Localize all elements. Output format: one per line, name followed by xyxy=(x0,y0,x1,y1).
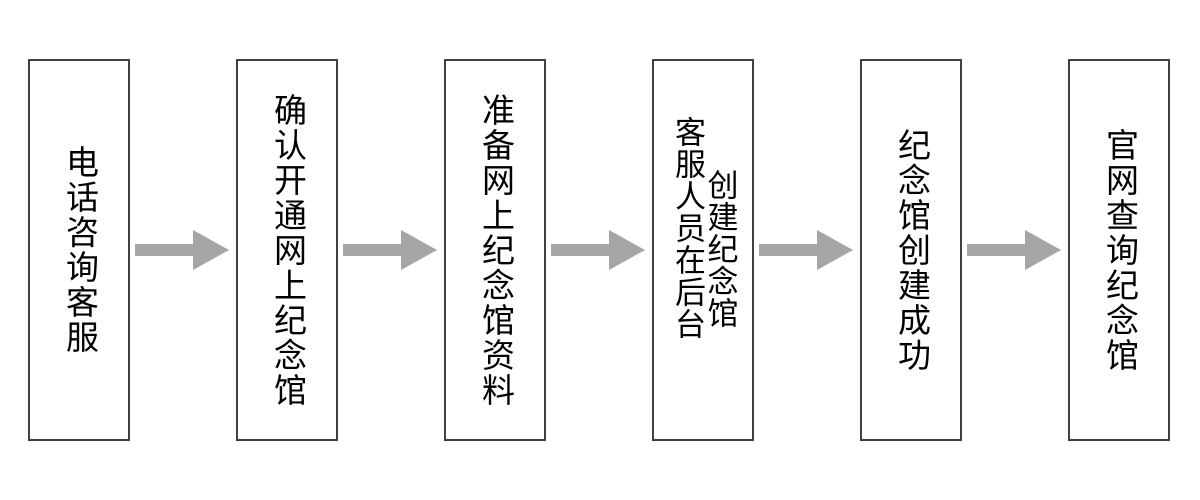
flow-arrow-1 xyxy=(130,227,236,273)
flow-node-label: 准备网上纪念馆资料 xyxy=(476,92,516,408)
right-arrow-icon xyxy=(967,230,1061,270)
flow-node-columns: 创建纪念馆 客服人员在后台 xyxy=(669,61,738,439)
flow-node-label: 官网查询纪念馆 xyxy=(1100,127,1140,373)
right-arrow-icon xyxy=(759,230,853,270)
flow-node-memorial-created-successfully[interactable]: 纪念馆创建成功 xyxy=(860,59,962,441)
flow-node-confirm-open-memorial-hall[interactable]: 确认开通网上纪念馆 xyxy=(236,59,338,441)
flow-node-label: 确认开通网上纪念馆 xyxy=(268,92,308,408)
flow-arrow-5 xyxy=(962,227,1068,273)
flow-node-label: 纪念馆创建成功 xyxy=(892,127,932,373)
flow-node-support-staff-creates-memorial[interactable]: 创建纪念馆 客服人员在后台 xyxy=(652,59,754,441)
right-arrow-icon xyxy=(551,230,645,270)
flow-node-label-column-1: 客服人员在后台 xyxy=(669,116,705,340)
flow-arrow-2 xyxy=(338,227,444,273)
flow-node-label: 电话咨询客服 xyxy=(60,145,100,355)
flow-node-label-column-2: 创建纪念馆 xyxy=(701,169,738,329)
right-arrow-icon xyxy=(135,230,229,270)
flow-arrow-3 xyxy=(546,227,652,273)
flow-node-prepare-memorial-materials[interactable]: 准备网上纪念馆资料 xyxy=(444,59,546,441)
flow-node-phone-consult-support[interactable]: 电话咨询客服 xyxy=(28,59,130,441)
flow-node-query-memorial-on-official-site[interactable]: 官网查询纪念馆 xyxy=(1068,59,1170,441)
right-arrow-icon xyxy=(343,230,437,270)
flow-arrow-4 xyxy=(754,227,860,273)
